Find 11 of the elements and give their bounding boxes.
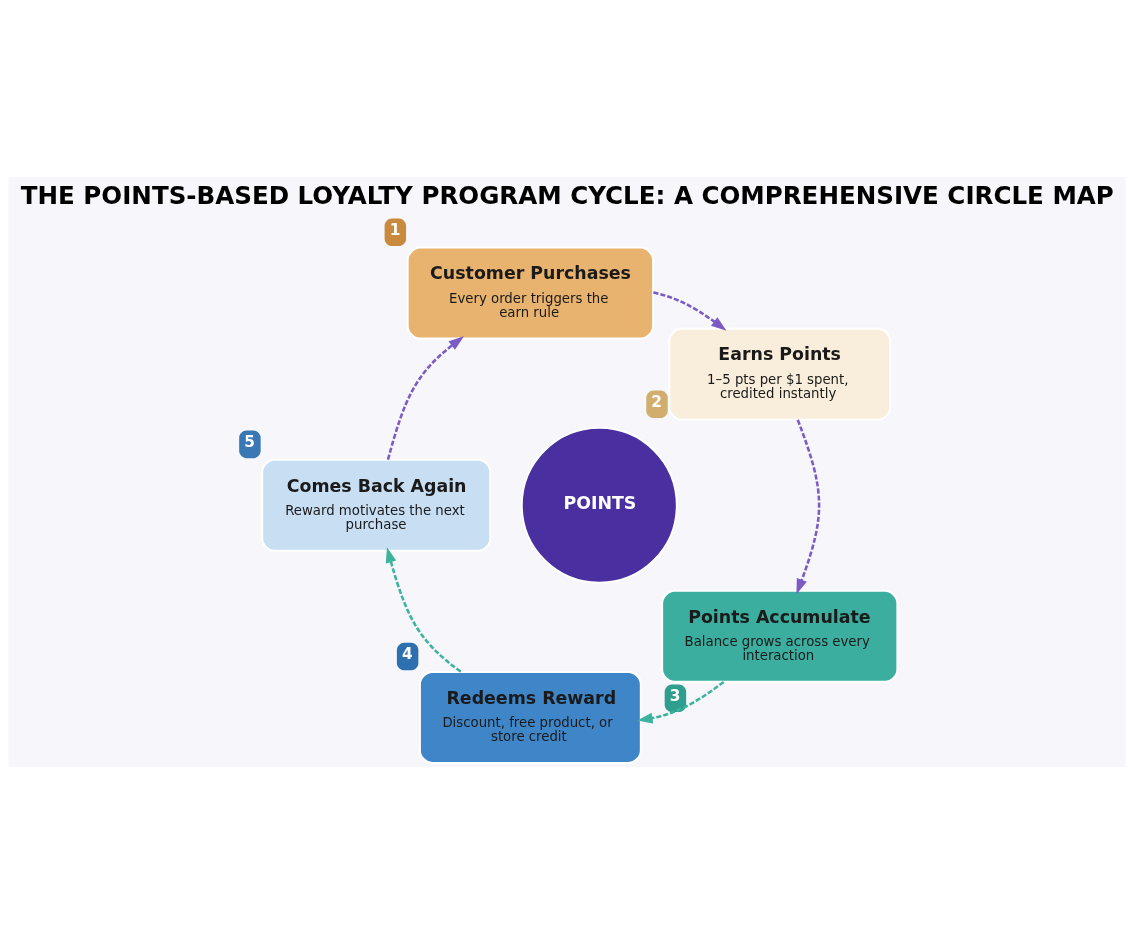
node-label: 4	[401, 645, 413, 664]
node-label: 5	[244, 432, 255, 451]
arrow	[386, 336, 464, 460]
arrow	[637, 680, 725, 724]
node-label: 1	[389, 220, 401, 239]
arrow	[796, 419, 821, 595]
diagram-title: THE POINTS-BASED LOYALTY PROGRAM CYCLE: A COMPREHENSIVE CIRCLE MAP	[20, 180, 1114, 210]
node-label: 2	[651, 392, 663, 411]
node-circle: POINTS	[520, 426, 678, 584]
node-label: 3	[669, 686, 681, 705]
arrow	[653, 291, 727, 331]
